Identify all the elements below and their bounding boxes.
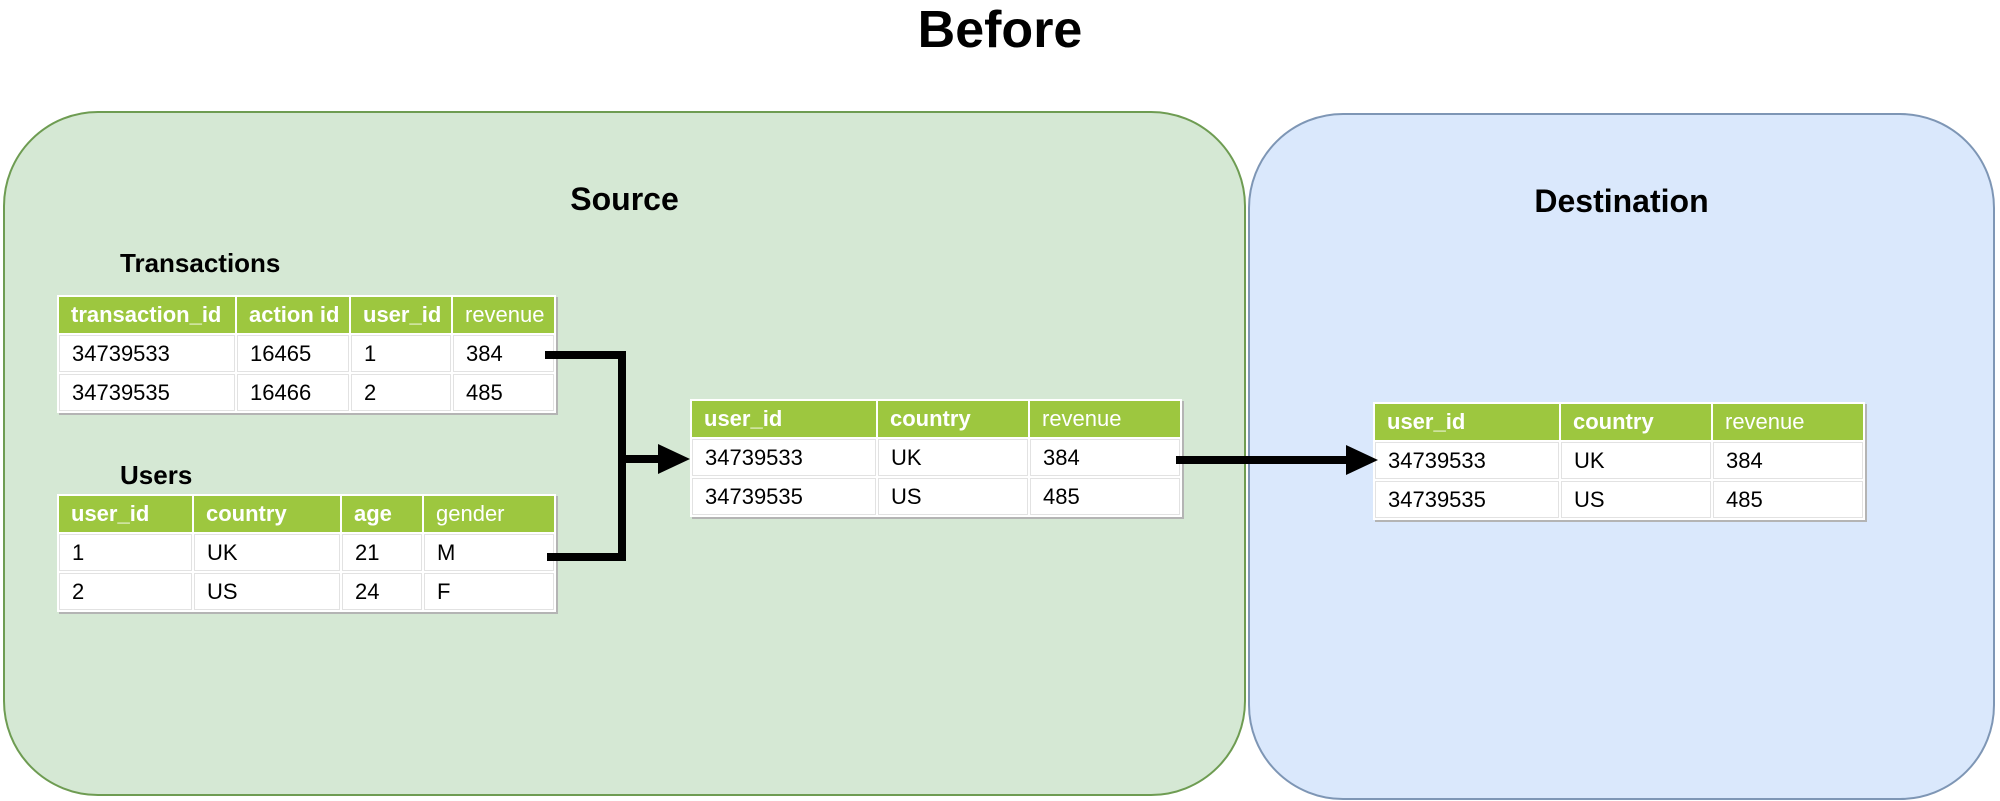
table-row: 34739533 16465 1 384 [59,335,554,372]
table-cell: UK [194,534,340,571]
source-zone-label: Source [570,181,679,217]
transactions-header-row: transaction_id action id user_id revenue [59,297,554,333]
column-header: age [342,496,422,532]
table-cell: 34739533 [692,439,876,476]
transactions-table: transaction_id action id user_id revenue… [57,295,556,413]
column-header: action id [237,297,349,333]
joined-header-row: user_id country revenue [692,401,1180,437]
table-row: 34739535 US 485 [692,478,1180,515]
column-header: user_id [1375,404,1559,440]
table-cell: 16465 [237,335,349,372]
destination-table: user_id country revenue 34739533 UK 384 … [1373,402,1865,520]
users-table-label: Users [120,460,193,490]
table-cell: 34739535 [59,374,235,411]
table-cell: 34739535 [692,478,876,515]
table-cell: 485 [1030,478,1180,515]
table-row: 34739533 UK 384 [1375,442,1863,479]
table-row: 34739535 16466 2 485 [59,374,554,411]
table-cell: 1 [351,335,451,372]
table-cell: 34739533 [59,335,235,372]
table-cell: US [878,478,1028,515]
table-cell: 384 [1030,439,1180,476]
column-header: country [878,401,1028,437]
table-row: 34739533 UK 384 [692,439,1180,476]
table-cell: US [194,573,340,610]
table-cell: 485 [453,374,554,411]
column-header: revenue [1030,401,1180,437]
table-cell: 2 [59,573,192,610]
column-header: revenue [1713,404,1863,440]
table-cell: 2 [351,374,451,411]
table-cell: M [424,534,554,571]
table-cell: 21 [342,534,422,571]
column-header: transaction_id [59,297,235,333]
table-cell: F [424,573,554,610]
destination-zone-label: Destination [1534,183,1709,219]
column-header: revenue [453,297,554,333]
table-cell: UK [878,439,1028,476]
column-header: user_id [692,401,876,437]
table-cell: 485 [1713,481,1863,518]
destination-header-row: user_id country revenue [1375,404,1863,440]
users-header-row: user_id country age gender [59,496,554,532]
diagram-title: Before [917,1,1083,59]
table-cell: 384 [1713,442,1863,479]
table-row: 2 US 24 F [59,573,554,610]
column-header: country [194,496,340,532]
column-header: gender [424,496,554,532]
joined-table: user_id country revenue 34739533 UK 384 … [690,399,1182,517]
column-header: user_id [59,496,192,532]
users-table: user_id country age gender 1 UK 21 M 2 U… [57,494,556,612]
column-header: user_id [351,297,451,333]
table-row: 1 UK 21 M [59,534,554,571]
table-cell: 34739533 [1375,442,1559,479]
column-header: country [1561,404,1711,440]
table-cell: 16466 [237,374,349,411]
table-cell: 1 [59,534,192,571]
table-cell: 24 [342,573,422,610]
table-cell: 34739535 [1375,481,1559,518]
table-cell: 384 [453,335,554,372]
table-cell: US [1561,481,1711,518]
table-row: 34739535 US 485 [1375,481,1863,518]
transactions-table-label: Transactions [120,248,281,278]
table-cell: UK [1561,442,1711,479]
